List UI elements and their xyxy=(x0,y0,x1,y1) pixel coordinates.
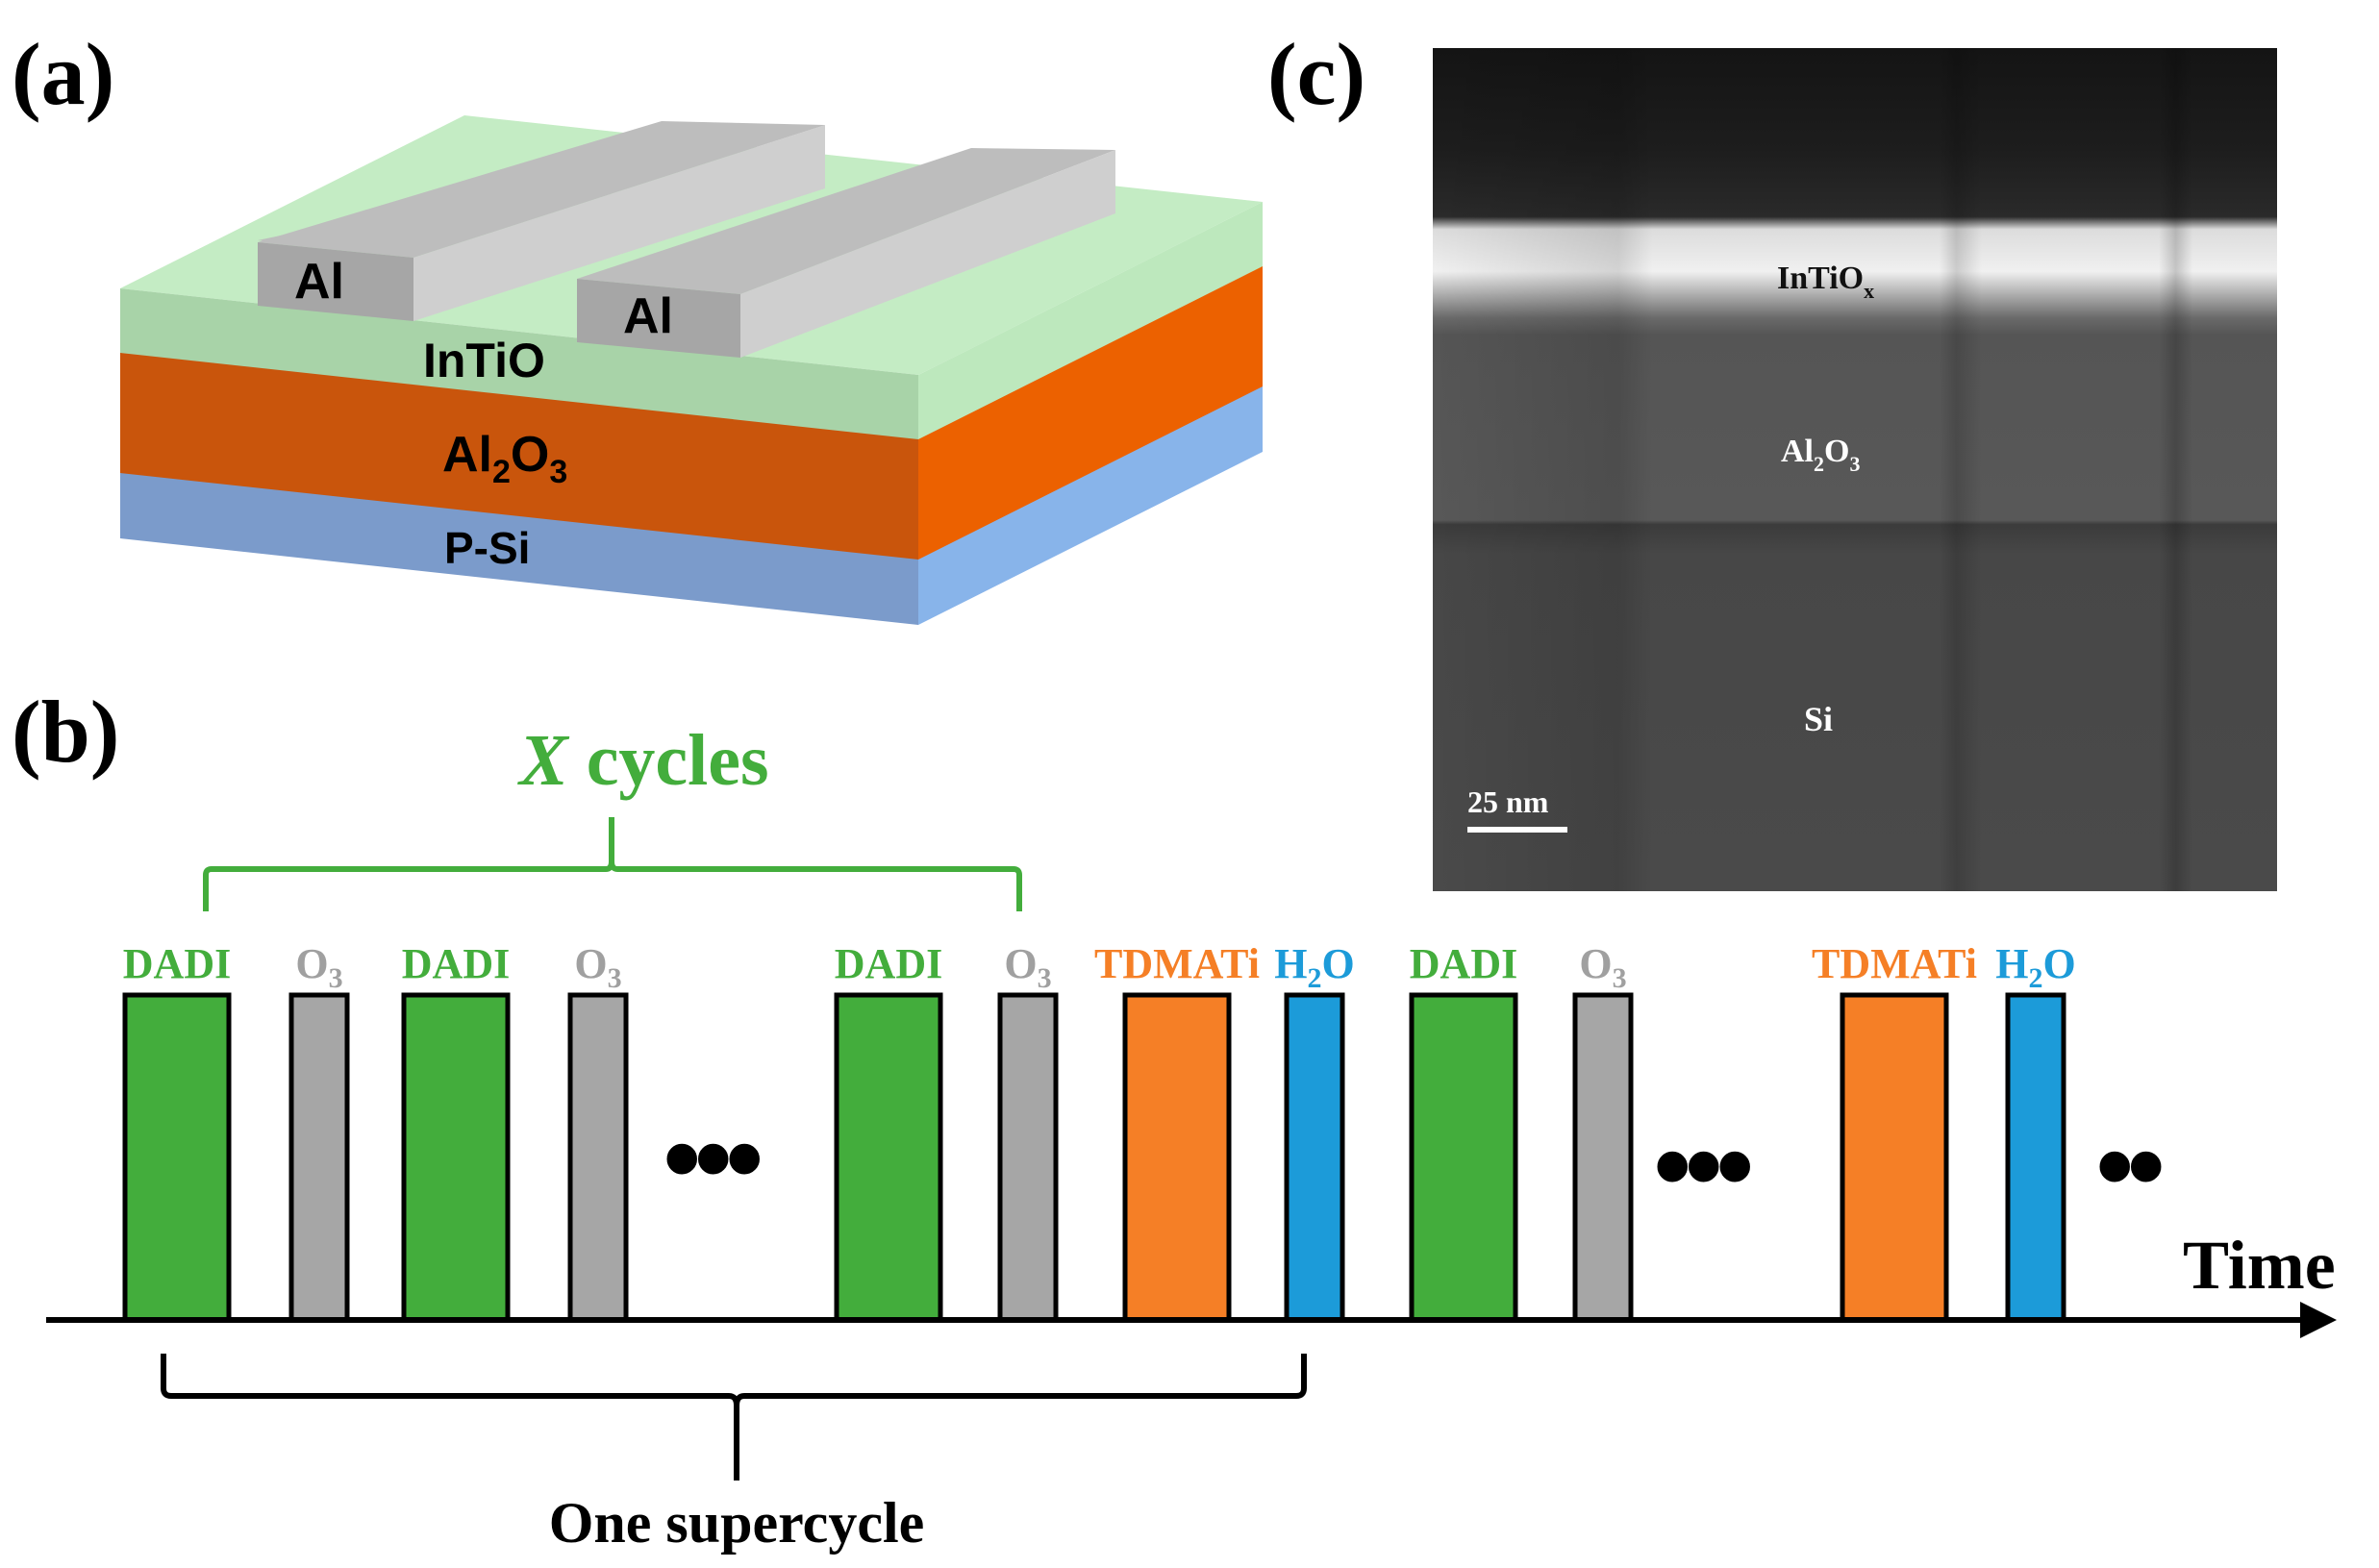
intio-layer-front xyxy=(120,288,918,439)
pulse-label-h2o: H2O xyxy=(1995,940,2075,994)
x-cycles-label: X cycles xyxy=(517,720,769,801)
panel-c: (c) InTiOx Al2O3 Si 25 nm xyxy=(1267,25,2277,891)
pulse-bar-dadi xyxy=(1409,992,1518,1323)
electrode-left-label: Al xyxy=(294,254,344,310)
intio-layer-side xyxy=(918,202,1263,439)
tem-si-label: Si xyxy=(1804,700,1833,738)
al2o3-layer-side xyxy=(918,264,1263,560)
pulse-label-dadi: DADI xyxy=(835,940,942,987)
pulse-bar-o3 xyxy=(997,992,1059,1323)
pulse-bar-o3 xyxy=(567,992,629,1323)
pulse-bar-h2o xyxy=(1284,992,1345,1323)
panel-c-label: (c) xyxy=(1267,25,1365,123)
tem-image-streaks xyxy=(1433,48,2277,891)
pulse-label-o3: O3 xyxy=(1004,940,1051,994)
tem-scale-bar xyxy=(1467,827,1567,833)
electrode-left-top-face xyxy=(258,121,825,258)
pulse-label-tdmati: TDMATi xyxy=(1094,940,1260,987)
intio-layer-label: InTiO xyxy=(423,334,545,387)
supercycle-label: One supercycle xyxy=(549,1491,925,1555)
tem-al2o3-label: Al2O3 xyxy=(1781,434,1860,476)
tem-scale-label: 25 nm xyxy=(1467,784,1549,819)
al2o3-layer-front xyxy=(120,351,918,560)
panel-a: (a) Al Al InTiO Al2O3 P-Si xyxy=(12,25,1263,625)
pulse-group: DADI O3 DADI O3 DADI O3 TDMATi H2O DADI O3 TDMATi H… xyxy=(122,940,2076,1323)
pulse-bar-dadi xyxy=(834,992,943,1323)
pulse-label-o3: O3 xyxy=(295,940,342,994)
ellipsis-2: ••• xyxy=(1654,1107,1750,1225)
panel-a-label: (a) xyxy=(12,25,114,123)
supercycle-bracket xyxy=(161,1354,1307,1481)
time-axis-arrowhead xyxy=(2300,1302,2337,1338)
psi-layer-front xyxy=(120,471,918,625)
electrode-right-front xyxy=(577,279,740,358)
ellipsis-3: •• xyxy=(2096,1107,2162,1225)
electrode-left-front xyxy=(258,242,413,321)
pulse-bar-dadi xyxy=(401,992,511,1323)
electrode-right-side xyxy=(740,150,1115,358)
pulse-label-o3: O3 xyxy=(1579,940,1626,994)
pulse-bar-dadi xyxy=(122,992,232,1323)
al2o3-layer-label: Al2O3 xyxy=(442,427,567,490)
pulse-bar-o3 xyxy=(288,992,350,1323)
tem-intiox-label: InTiOx xyxy=(1777,261,1874,303)
ellipsis-1: ••• xyxy=(664,1099,760,1217)
pulse-label-dadi: DADI xyxy=(1410,940,1517,987)
pulse-label-dadi: DADI xyxy=(402,940,510,987)
electrode-right-top-face xyxy=(577,148,1115,294)
pulse-label-h2o: H2O xyxy=(1274,940,1354,994)
psi-layer-label: P-Si xyxy=(444,523,530,573)
panel-b: (b) X cycles DADI O3 DADI O3 DADI O3 TDMATi H2O… xyxy=(12,683,2337,1555)
pulse-label-dadi: DADI xyxy=(123,940,231,987)
pulse-bar-tdmati xyxy=(1122,992,1232,1323)
pulse-label-tdmati: TDMATi xyxy=(1812,940,1977,987)
psi-layer-side xyxy=(918,385,1263,625)
pulse-bar-tdmati xyxy=(1840,992,1949,1323)
pulse-bar-h2o xyxy=(2005,992,2066,1323)
electrode-right-label: Al xyxy=(623,288,673,344)
electrode-left-side xyxy=(413,125,825,321)
pulse-bar-o3 xyxy=(1572,992,1634,1323)
pulse-label-o3: O3 xyxy=(574,940,621,994)
panel-b-label: (b) xyxy=(12,683,119,781)
time-axis-label: Time xyxy=(2183,1227,2336,1304)
x-cycles-bracket xyxy=(203,817,1022,911)
